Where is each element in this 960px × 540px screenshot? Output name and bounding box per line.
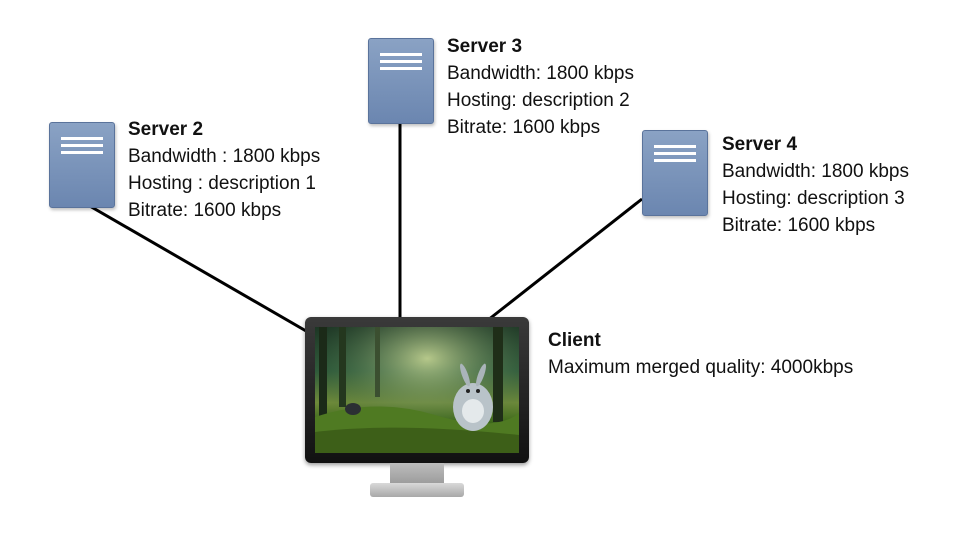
server-bitrate: Bitrate: 1600 kbps — [447, 117, 601, 138]
client-title: Client — [548, 330, 601, 351]
monitor-stand — [390, 463, 444, 485]
server-title: Server 2 — [128, 119, 204, 140]
link-server2-client — [87, 203, 314, 337]
server-vent-line — [61, 144, 103, 147]
server-bandwidth: Bandwidth: 1800 kbps — [447, 63, 634, 84]
server-vent-line — [380, 67, 422, 70]
link-server4-client — [487, 197, 643, 322]
server-icon — [49, 122, 115, 208]
server-hosting: Hosting: description 3 — [722, 188, 905, 209]
client-quality: Maximum merged quality: 4000kbps — [548, 357, 854, 378]
server-icon — [642, 130, 708, 216]
server-vent-line — [654, 159, 696, 162]
server-vent-line — [380, 60, 422, 63]
server-vent-line — [654, 145, 696, 148]
monitor-base — [370, 483, 464, 497]
server-icon — [368, 38, 434, 124]
server-3-label: Server 3 Bandwidth: 1800 kbps Hosting: d… — [447, 33, 634, 141]
video-frame-image — [315, 327, 519, 453]
server-title: Server 3 — [447, 36, 523, 57]
server-hosting: Hosting : description 1 — [128, 173, 316, 194]
server-bitrate: Bitrate: 1600 kbps — [128, 200, 282, 221]
client-label: Client Maximum merged quality: 4000kbps — [548, 327, 853, 381]
server-bandwidth: Bandwidth : 1800 kbps — [128, 146, 321, 167]
server-4-label: Server 4 Bandwidth: 1800 kbps Hosting: d… — [722, 131, 909, 239]
monitor-icon — [305, 317, 529, 463]
server-vent-line — [380, 53, 422, 56]
server-2-label: Server 2 Bandwidth : 1800 kbps Hosting :… — [128, 116, 320, 224]
server-vent-line — [61, 137, 103, 140]
server-vent-line — [654, 152, 696, 155]
server-title: Server 4 — [722, 134, 798, 155]
video-scene-illustration — [315, 327, 519, 453]
server-bandwidth: Bandwidth: 1800 kbps — [722, 161, 909, 182]
server-vent-line — [61, 151, 103, 154]
server-hosting: Hosting: description 2 — [447, 90, 630, 111]
server-bitrate: Bitrate: 1600 kbps — [722, 215, 876, 236]
